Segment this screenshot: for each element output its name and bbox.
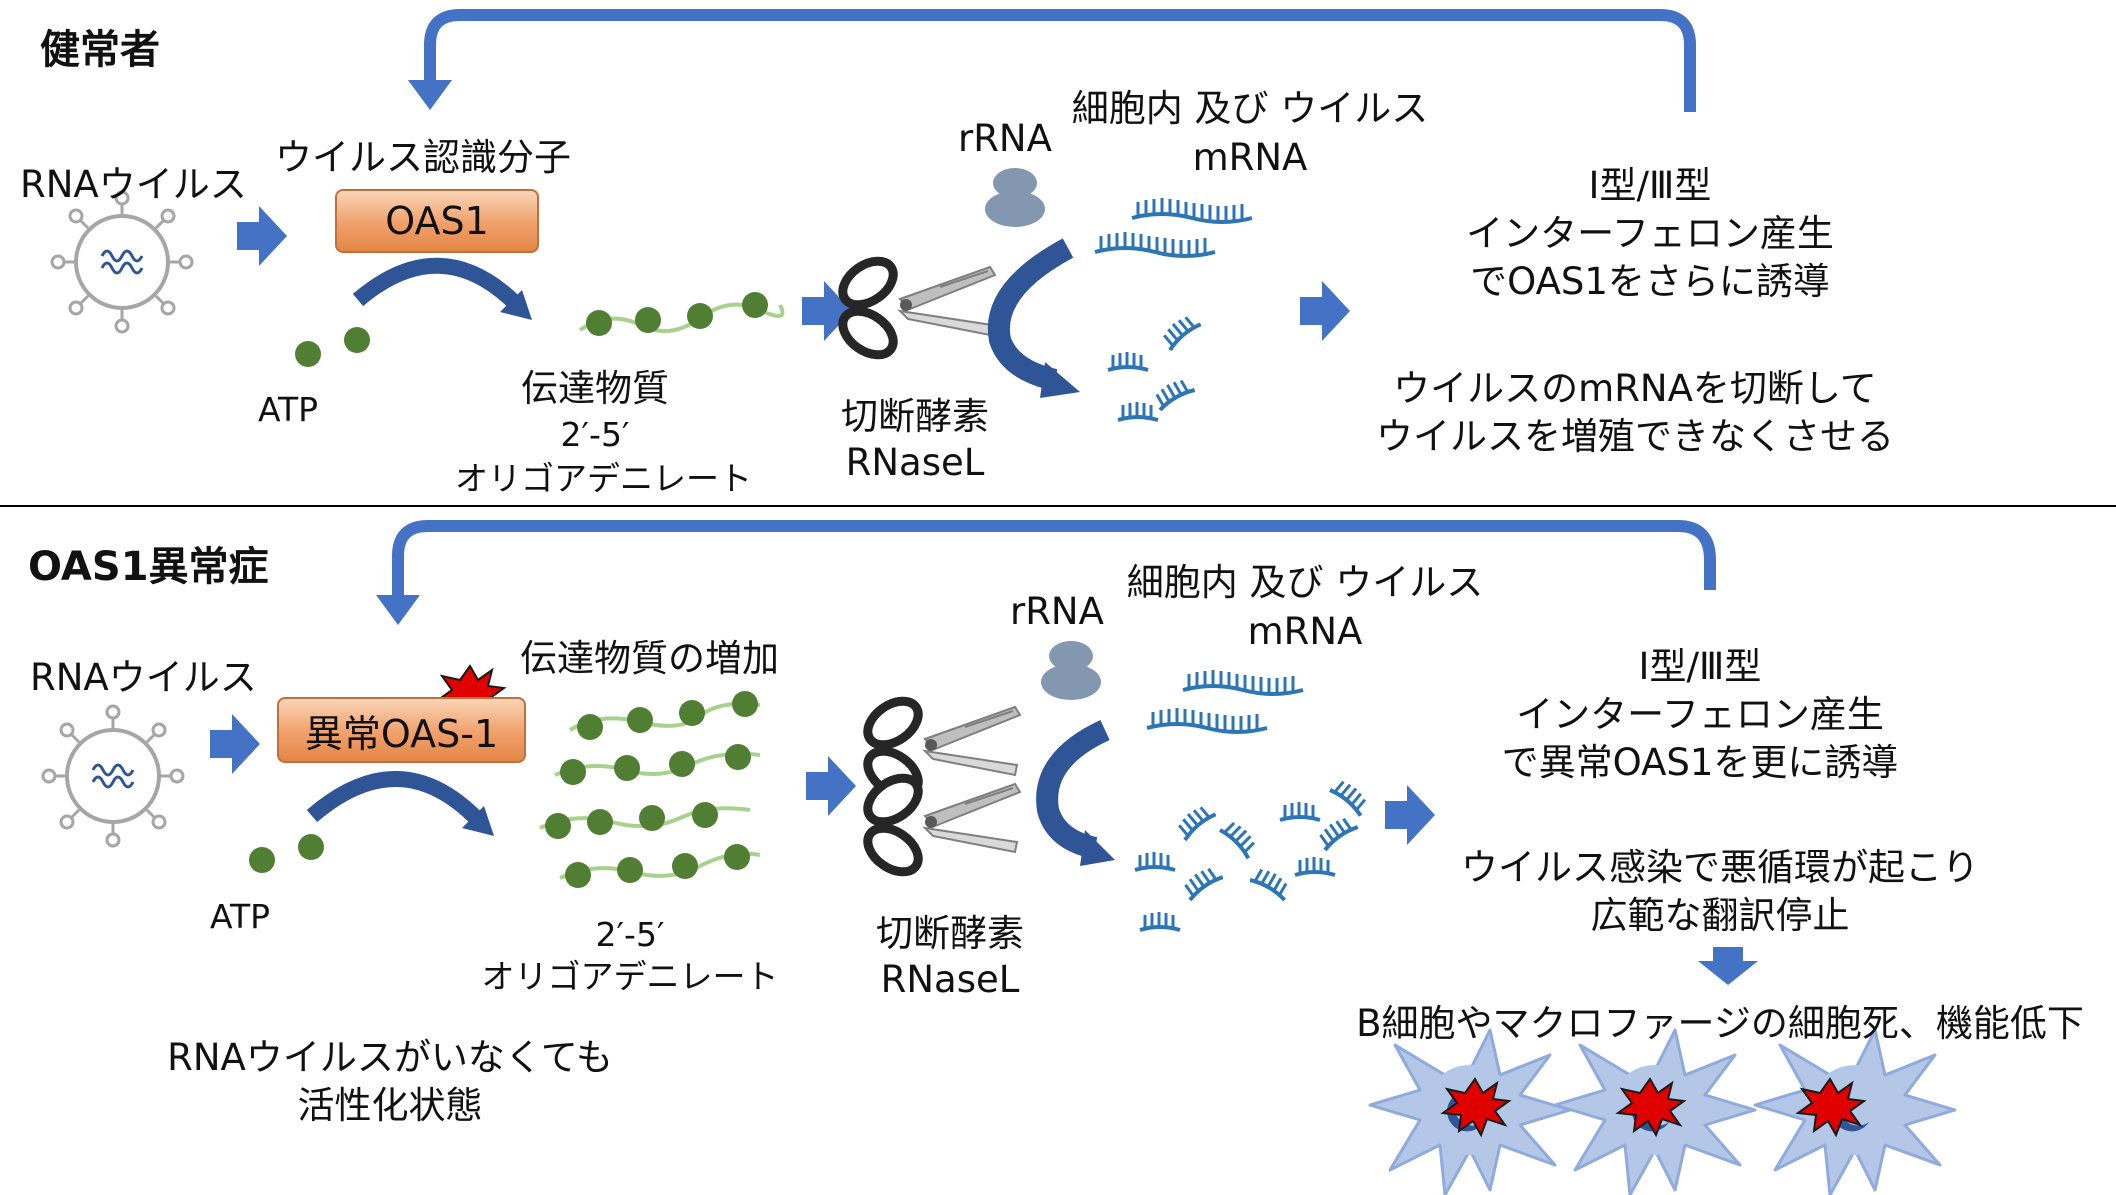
active-state-line-2: 活性化状態 bbox=[297, 1084, 483, 1127]
section-title: 健常者 bbox=[40, 27, 160, 73]
scissors-icon bbox=[835, 252, 995, 364]
messenger-increase-label: 伝達物質の増加 bbox=[520, 637, 779, 680]
messenger-label: 伝達物質 bbox=[521, 367, 669, 410]
atp-bead bbox=[295, 341, 321, 367]
rna-virus-label: RNAウイルス bbox=[30, 656, 257, 699]
messenger-formula: 2′-5′ bbox=[560, 415, 630, 454]
atp-bead bbox=[344, 327, 370, 353]
oligo-chain-stack bbox=[539, 691, 761, 888]
atp-bead bbox=[298, 834, 324, 860]
active-state-line-1: RNAウイルスがいなくても bbox=[167, 1036, 613, 1079]
oligoadenylate-label: オリゴアデニレート bbox=[481, 957, 779, 996]
rna-icon bbox=[1093, 230, 1217, 258]
feedback-loop-arrowhead bbox=[376, 595, 420, 625]
section-title: OAS1異常症 bbox=[28, 544, 269, 590]
result-line-1: ウイルス感染で悪循環が起こり bbox=[1461, 846, 1979, 889]
mrna-label: mRNA bbox=[1247, 610, 1363, 653]
ifn-type-label: Ⅰ型/Ⅲ型 bbox=[1638, 645, 1762, 688]
mrna-source-label: 細胞内 及び ウイルス bbox=[1071, 87, 1429, 130]
ifn-type-label: Ⅰ型/Ⅲ型 bbox=[1588, 164, 1712, 207]
virus-icon bbox=[41, 704, 185, 848]
rna-icon bbox=[1181, 668, 1305, 696]
rrna-label: rRNA bbox=[958, 117, 1052, 160]
feedback-loop-arrowhead bbox=[408, 80, 452, 110]
atp-label: ATP bbox=[258, 390, 319, 429]
atp-bead bbox=[249, 847, 275, 873]
cell-icon bbox=[1753, 1028, 1957, 1195]
rnasel-label: RNaseL bbox=[880, 958, 1020, 1001]
scissors-icon bbox=[860, 769, 1020, 881]
mrna-label: mRNA bbox=[1192, 136, 1308, 179]
rna-fragment-icon bbox=[1116, 400, 1160, 422]
ifn-induction-label: でOAS1をさらに誘導 bbox=[1470, 260, 1830, 303]
curved-arrow-icon bbox=[987, 238, 1074, 391]
ribosome-icon bbox=[1041, 641, 1101, 700]
rna-virus-label: RNAウイルス bbox=[20, 163, 247, 206]
arrow-down-icon bbox=[1698, 947, 1758, 985]
recognition-molecule-label: ウイルス認識分子 bbox=[275, 136, 571, 179]
arrow-right-icon bbox=[237, 206, 287, 266]
virus-icon bbox=[50, 190, 194, 334]
abnormal-oas1-box: 異常OAS-1 bbox=[277, 697, 526, 763]
messenger-formula: 2′-5′ bbox=[595, 915, 665, 954]
rna-fragment-cluster bbox=[1133, 774, 1375, 932]
arrow-right-icon bbox=[210, 714, 260, 774]
arrow-right-icon bbox=[1385, 785, 1435, 845]
enzyme-label: 切断酵素 bbox=[841, 395, 989, 438]
oligoadenylate-label: オリゴアデニレート bbox=[455, 459, 752, 498]
enzyme-label: 切断酵素 bbox=[876, 912, 1024, 955]
atp-label: ATP bbox=[210, 897, 271, 936]
ifn-production-label: インターフェロン産生 bbox=[1466, 212, 1834, 255]
result-line-2: ウイルスを増殖できなくさせる bbox=[1376, 415, 1894, 458]
cell-death-label: B細胞やマクロファージの細胞死、機能低下 bbox=[1356, 1002, 2084, 1045]
curved-arrow-icon bbox=[352, 257, 521, 309]
feedback-loop-arrow bbox=[424, 9, 1696, 112]
rrna-label: rRNA bbox=[1010, 590, 1104, 633]
feedback-loop-arrow bbox=[392, 520, 1716, 595]
curved-arrow-icon bbox=[1036, 720, 1110, 859]
oas1-box: OAS1 bbox=[335, 189, 539, 253]
ribosome-icon bbox=[985, 168, 1045, 227]
rna-fragment-icon bbox=[1156, 308, 1203, 352]
arrow-right-icon bbox=[1300, 281, 1350, 341]
result-line-1: ウイルスのmRNAを切断して bbox=[1393, 367, 1877, 410]
mrna-source-label: 細胞内 及び ウイルス bbox=[1126, 561, 1484, 604]
rna-icon bbox=[1145, 706, 1269, 734]
rna-fragment-icon bbox=[1106, 350, 1150, 372]
rna-fragment-icon bbox=[1149, 372, 1197, 412]
arrow-right-icon bbox=[806, 756, 856, 816]
curved-arrow-icon bbox=[306, 771, 484, 826]
ifn-production-label: インターフェロン産生 bbox=[1516, 693, 1884, 736]
rnasel-label: RNaseL bbox=[845, 441, 985, 484]
result-line-2: 広範な翻訳停止 bbox=[1590, 894, 1850, 937]
ifn-induction-label: で異常OAS1を更に誘導 bbox=[1501, 741, 1899, 784]
rna-icon bbox=[1130, 196, 1254, 224]
